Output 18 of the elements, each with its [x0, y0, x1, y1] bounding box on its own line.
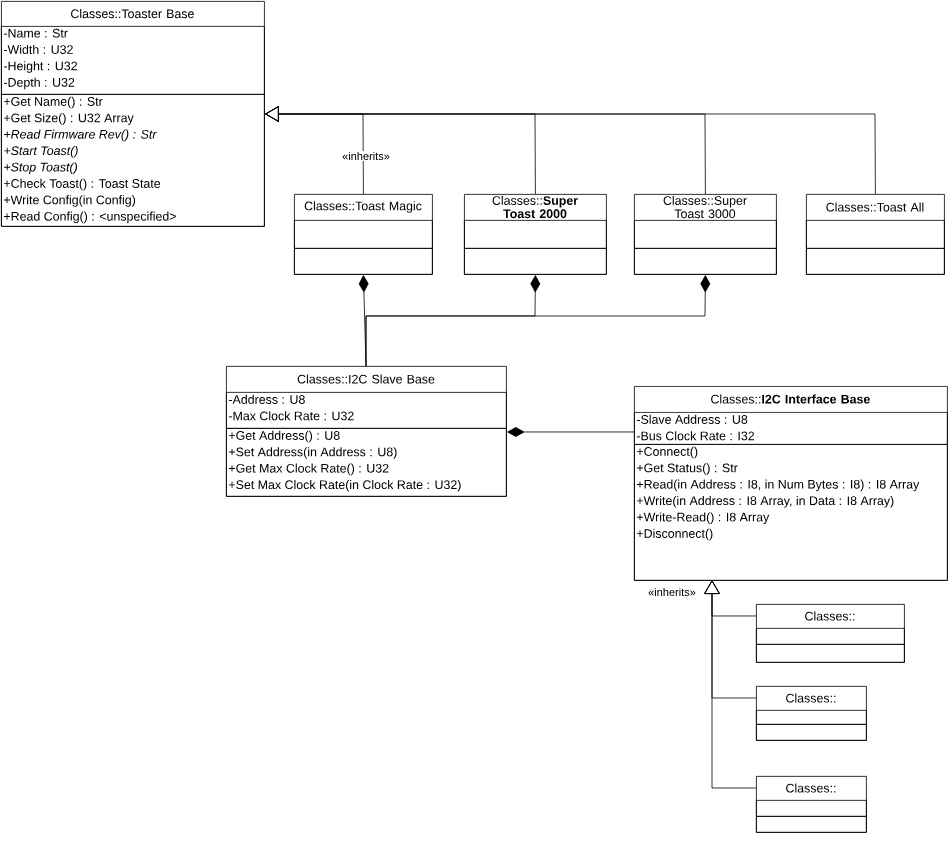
method-compartment	[464, 248, 607, 275]
attribute-compartment	[634, 220, 777, 249]
attribute-compartment	[464, 220, 607, 249]
method-compartment	[634, 248, 777, 275]
method-compartment	[806, 248, 945, 275]
connector	[265, 106, 876, 195]
method-compartment	[756, 723, 867, 741]
connector	[365, 275, 711, 367]
connector	[704, 580, 757, 789]
method-compartment	[294, 248, 433, 275]
method-compartment	[756, 815, 867, 833]
attribute-compartment	[756, 627, 905, 645]
attribute-compartment	[806, 220, 945, 249]
attribute-compartment	[756, 799, 867, 817]
attribute-compartment	[294, 220, 433, 249]
method-compartment	[756, 644, 905, 663]
connector	[507, 427, 635, 437]
attribute-compartment	[756, 709, 867, 725]
